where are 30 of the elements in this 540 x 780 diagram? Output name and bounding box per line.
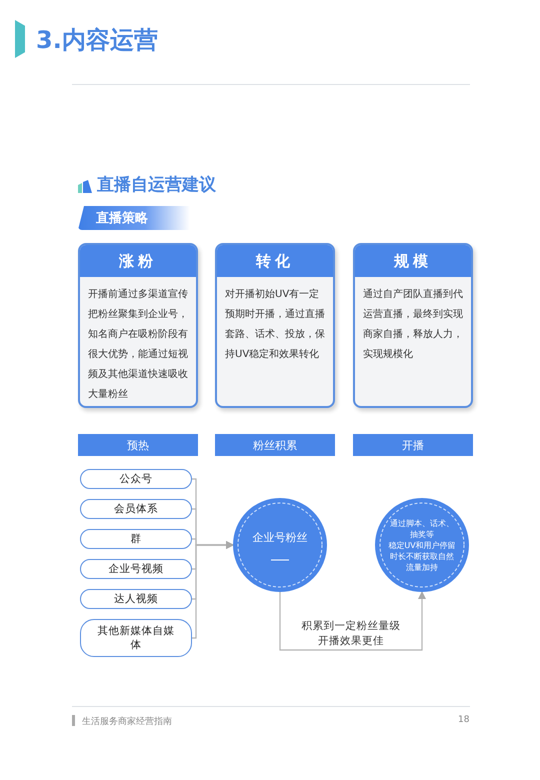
- connector-arrow: [279, 591, 426, 651]
- channel-pill: 公众号: [80, 469, 192, 489]
- channel-pill: 其他新媒体自媒体: [80, 619, 192, 657]
- stage-header: 开播: [353, 434, 473, 456]
- card-body-text: 通过自产团队直播到代运营直播，最终到实现商家自播，释放人力，实现规模化: [363, 288, 464, 362]
- strategy-card: [78, 243, 198, 408]
- strategy-card: [353, 243, 473, 408]
- card-title: 涨粉: [80, 245, 196, 277]
- fan-circle: [375, 498, 469, 592]
- channel-pill: 群: [80, 529, 192, 549]
- card-body-text: 开播前通过多渠道宣传把粉丝聚集到企业号，知名商户在吸粉阶段有很大优势，能通过短视频及其他渠道快速吸收大量粉丝: [88, 288, 189, 402]
- card-body-text: 对开播初始UV有一定预期时开播，通过直播套路、话术、投放，保持UV稳定和效果转化: [225, 288, 326, 362]
- circle-text: 通过脚本、话术、抽奖等: [389, 518, 455, 540]
- footer-text: 生活服务商家经营指南: [82, 716, 172, 728]
- tag-banner: [78, 206, 190, 230]
- strategy-card: [215, 243, 335, 408]
- channel-pill: 企业号视频: [80, 559, 192, 579]
- fan-circle: [233, 498, 327, 592]
- circle-text: 稳定UV和用户停留时长不断获取自然流量加持: [387, 540, 457, 572]
- card-title: 规模: [355, 245, 471, 277]
- page-number: 18: [458, 715, 470, 725]
- card-title: 转化: [217, 245, 333, 277]
- stage-header: 粉丝积累: [215, 434, 335, 456]
- page-title: 3.内容运营: [36, 25, 158, 56]
- tag-label: 直播策略: [96, 210, 148, 227]
- section-heading: 直播自运营建议: [97, 174, 216, 196]
- channel-pill: 会员体系: [80, 499, 192, 519]
- channel-pill: 达人视频: [80, 589, 192, 609]
- stage-header: 预热: [78, 434, 198, 456]
- circle-text: 企业号粉丝: [252, 531, 308, 545]
